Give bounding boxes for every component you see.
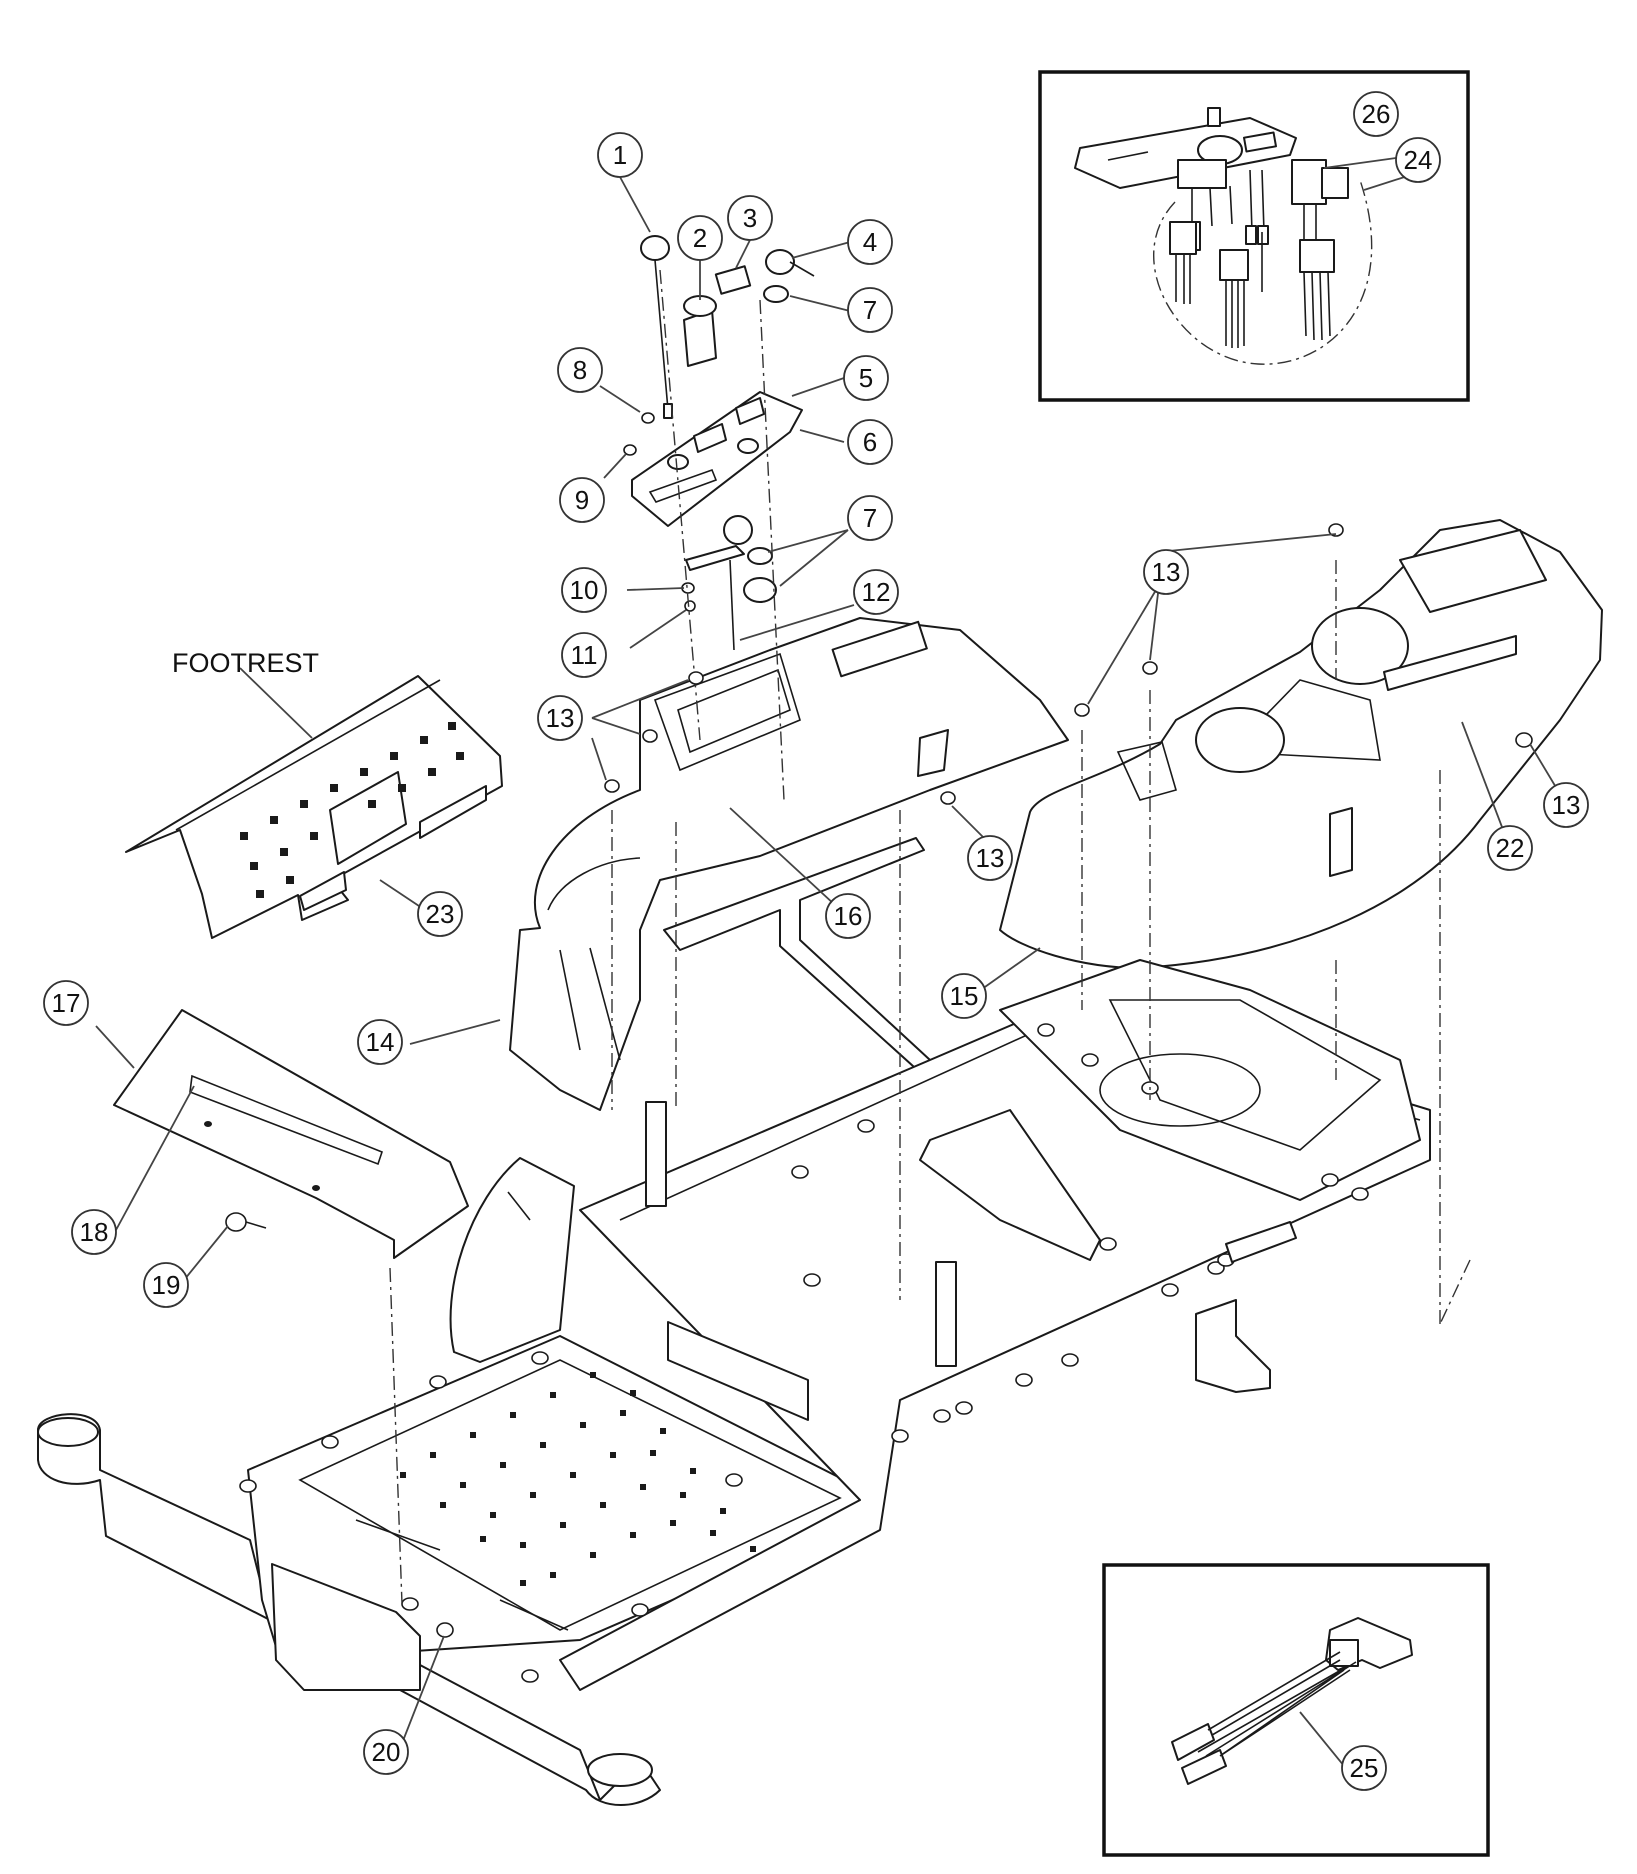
- svg-text:4: 4: [863, 227, 877, 257]
- svg-text:16: 16: [834, 901, 863, 931]
- footrest-holes: [240, 722, 464, 898]
- svg-text:10: 10: [570, 575, 599, 605]
- callout-7-top: 7: [847, 287, 893, 333]
- svg-text:22: 22: [1496, 833, 1525, 863]
- svg-text:15: 15: [950, 981, 979, 1011]
- svg-text:17: 17: [52, 988, 81, 1018]
- side-shield: [113, 1009, 469, 1259]
- callout-13-left: 13: [537, 695, 583, 741]
- callout-6: 6: [847, 419, 893, 465]
- callout-16: 16: [825, 893, 871, 939]
- svg-text:25: 25: [1350, 1753, 1379, 1783]
- svg-text:13: 13: [546, 703, 575, 733]
- callout-22: 22: [1487, 825, 1533, 871]
- svg-text:23: 23: [426, 899, 455, 929]
- footrest: [125, 675, 503, 939]
- svg-text:14: 14: [366, 1027, 395, 1057]
- callout-3: 3: [727, 195, 773, 241]
- svg-text:11: 11: [571, 640, 598, 670]
- svg-text:19: 19: [152, 1270, 181, 1300]
- rear-console: [999, 519, 1603, 969]
- alignment-lines: [389, 560, 1471, 1605]
- callout-14: 14: [357, 1019, 403, 1065]
- callout-18: 18: [71, 1209, 117, 1255]
- callout-13-center: 13: [967, 835, 1013, 881]
- inset-wiring-harness: [1038, 70, 1470, 402]
- fasteners-13: [604, 523, 1533, 805]
- callout-19: 19: [143, 1262, 189, 1308]
- callout-25: 25: [1341, 1745, 1387, 1791]
- callout-5: 5: [843, 355, 889, 401]
- callout-15: 15: [941, 973, 987, 1019]
- mower-frame: [37, 959, 1431, 1806]
- callout-7-bottom: 7: [847, 495, 893, 541]
- callout-12: 12: [853, 569, 899, 615]
- footrest-label: FOOTREST: [172, 648, 319, 678]
- svg-text:20: 20: [372, 1737, 401, 1767]
- callout-2: 2: [677, 215, 723, 261]
- inset-jumper-harness: [1102, 1563, 1490, 1857]
- svg-text:13: 13: [976, 843, 1005, 873]
- svg-text:26: 26: [1362, 99, 1391, 129]
- svg-text:24: 24: [1404, 145, 1433, 175]
- svg-text:13: 13: [1152, 557, 1181, 587]
- svg-text:12: 12: [862, 577, 891, 607]
- callout-26: 26: [1353, 91, 1399, 137]
- svg-text:9: 9: [575, 485, 589, 515]
- svg-text:3: 3: [743, 203, 757, 233]
- callout-17: 17: [43, 980, 89, 1026]
- svg-text:6: 6: [863, 427, 877, 457]
- dash-bracket: [663, 837, 931, 1077]
- callout-4: 4: [847, 219, 893, 265]
- svg-text:7: 7: [863, 503, 877, 533]
- callout-13-upper: 13: [1143, 549, 1189, 595]
- floor-pan-holes: [400, 1372, 756, 1586]
- callout-11: 11: [561, 632, 607, 678]
- svg-text:8: 8: [573, 355, 587, 385]
- callout-10: 10: [561, 567, 607, 613]
- svg-text:7: 7: [863, 295, 877, 325]
- svg-text:13: 13: [1552, 790, 1581, 820]
- svg-text:18: 18: [80, 1217, 109, 1247]
- callout-23: 23: [417, 891, 463, 937]
- front-step-shield: [271, 1563, 454, 1691]
- frame-bolts: [239, 1023, 1369, 1683]
- callouts: 1 2 3 4 7 5 6 8 9 7 10 12 11 13 13 13 13…: [43, 91, 1589, 1791]
- svg-text:2: 2: [693, 223, 707, 253]
- callout-9: 9: [559, 477, 605, 523]
- callout-8: 8: [557, 347, 603, 393]
- svg-text:5: 5: [859, 363, 873, 393]
- callout-24: 24: [1395, 137, 1441, 183]
- control-panel-parts: [623, 235, 815, 801]
- svg-text:1: 1: [613, 140, 627, 170]
- callout-20: 20: [363, 1729, 409, 1775]
- callout-1: 1: [597, 132, 643, 178]
- callout-13-right: 13: [1543, 782, 1589, 828]
